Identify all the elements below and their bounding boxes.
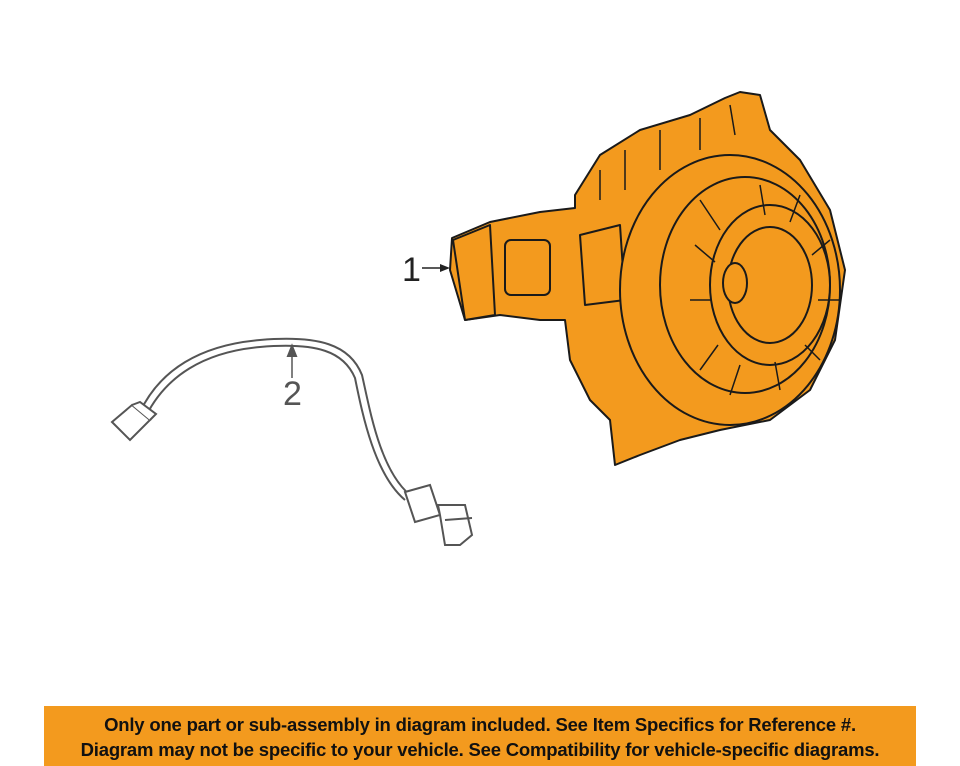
callout-1-arrow: [422, 264, 450, 272]
callout-label-2: 2: [283, 375, 302, 413]
parts-diagram: [110, 91, 846, 546]
disclaimer-banner: Only one part or sub-assembly in diagram…: [44, 706, 916, 766]
connector-right: [403, 483, 474, 546]
disclaimer-line-2: Diagram may not be specific to your vehi…: [80, 739, 880, 760]
callout-label-1: 1: [402, 251, 421, 289]
main-assembly: [449, 91, 846, 466]
wire-harness: [110, 337, 474, 546]
connector-left: [110, 400, 158, 442]
disclaimer-line-1: Only one part or sub-assembly in diagram…: [104, 714, 856, 735]
